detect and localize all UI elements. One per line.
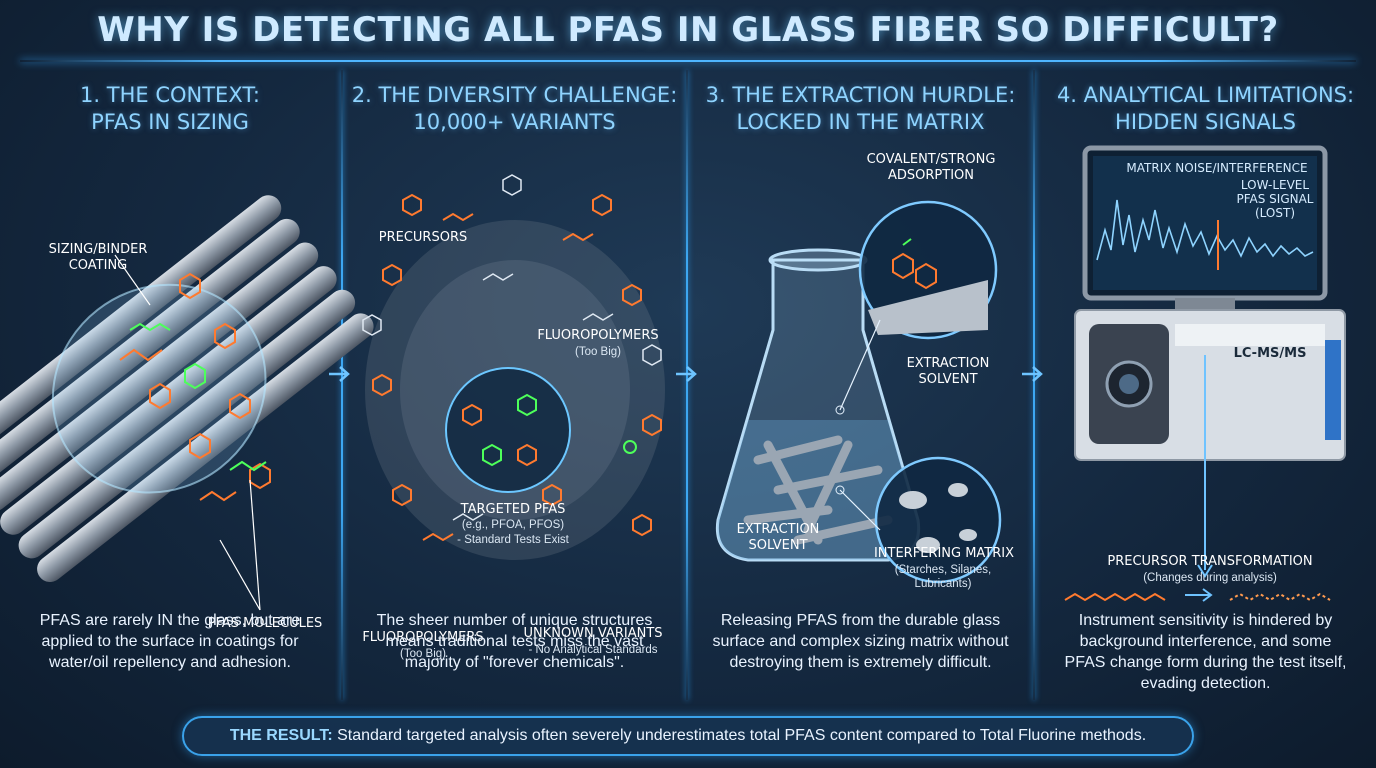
lcms-label: LC-MS/MS xyxy=(1233,346,1307,361)
main-title: WHY IS DETECTING ALL PFAS IN GLASS FIBER… xyxy=(97,10,1279,50)
right-arrow-icon xyxy=(1022,366,1043,382)
panel-diversity: 2. THE DIVERSITY CHALLENGE: 10,000+ VARI… xyxy=(343,70,686,700)
targeted-pfas-label: TARGETED PFAS xyxy=(460,502,566,517)
right-arrow-icon xyxy=(329,366,350,382)
panel-caption: Instrument sensitivity is hindered by ba… xyxy=(1064,612,1347,692)
result-banner: THE RESULT: Standard targeted analysis o… xyxy=(182,716,1194,756)
glass-fiber-bundle-illustration xyxy=(0,195,374,611)
targeted-pfas-note: - Standard Tests Exist xyxy=(457,534,569,546)
panel-divider xyxy=(686,70,688,700)
panel-analytical: 4. ANALYTICAL LIMITATIONS: HIDDEN SIGNAL… xyxy=(1035,70,1376,700)
fluoropolymers-top-note: (Too Big) xyxy=(574,346,622,358)
fluoropolymers-bottom-label: FLUOROPOLYMERS xyxy=(362,630,484,645)
result-text: Standard targeted analysis often severel… xyxy=(332,727,1147,744)
sizing-binder-label: SIZING/BINDER COATING xyxy=(48,242,148,273)
extraction-solvent-label-left: EXTRACTION SOLVENT xyxy=(736,522,820,553)
lcms-instrument-illustration xyxy=(1064,145,1346,602)
panel-heading: 3. THE EXTRACTION HURDLE: LOCKED IN THE … xyxy=(705,83,1016,134)
title-underline xyxy=(20,60,1356,62)
panel-context: 1. THE CONTEXT: PFAS IN SIZING xyxy=(0,70,374,700)
matrix-noise-label: MATRIX NOISE/INTERFERENCE xyxy=(1126,161,1308,175)
extraction-flask-illustration xyxy=(715,200,1002,584)
panel-divider xyxy=(1033,70,1035,700)
panel-heading: 4. ANALYTICAL LIMITATIONS: HIDDEN SIGNAL… xyxy=(1056,83,1355,134)
panel-heading: 2. THE DIVERSITY CHALLENGE: 10,000+ VARI… xyxy=(351,83,678,134)
covalent-adsorption-label: COVALENT/STRONG ADSORPTION xyxy=(866,152,996,183)
molecule-cloud-illustration xyxy=(362,174,665,560)
panel-divider xyxy=(341,70,343,700)
fluoropolymers-top-label: FLUOROPOLYMERS xyxy=(537,328,659,343)
precursor-transformation-label: PRECURSOR TRANSFORMATION xyxy=(1107,554,1313,569)
unknown-variants-note: - No Analytical Standards xyxy=(528,644,658,656)
pfas-signal-label: LOW-LEVEL PFAS SIGNAL (LOST) xyxy=(1236,178,1314,220)
right-arrow-icon xyxy=(676,366,697,382)
precursor-transformation-note: (Changes during analysis) xyxy=(1143,572,1277,584)
result-label: THE RESULT: xyxy=(229,727,333,744)
targeted-pfas-example: (e.g., PFOA, PFOS) xyxy=(461,519,565,531)
panel-caption: Releasing PFAS from the durable glass su… xyxy=(712,612,1009,671)
extraction-solvent-label-right: EXTRACTION SOLVENT xyxy=(906,356,990,387)
precursors-label: PRECURSORS xyxy=(378,230,468,245)
panel-heading: 1. THE CONTEXT: PFAS IN SIZING xyxy=(80,83,260,134)
pfas-molecules-label: PFAS MOLECULES xyxy=(207,616,323,631)
panel-extraction: 3. THE EXTRACTION HURDLE: LOCKED IN THE … xyxy=(688,70,1033,700)
unknown-variants-label: UNKNOWN VARIANTS xyxy=(523,626,663,641)
interfering-matrix-label: INTERFERING MATRIX xyxy=(873,546,1015,561)
fluoropolymers-bottom-note: (Too Big) xyxy=(399,648,447,660)
panel-caption: The sheer number of unique structures me… xyxy=(376,612,653,671)
interfering-matrix-note: (Starches, Silanes, Lubricants) xyxy=(894,564,992,590)
panel-caption: PFAS are rarely IN the glass, but are ap… xyxy=(39,612,301,671)
